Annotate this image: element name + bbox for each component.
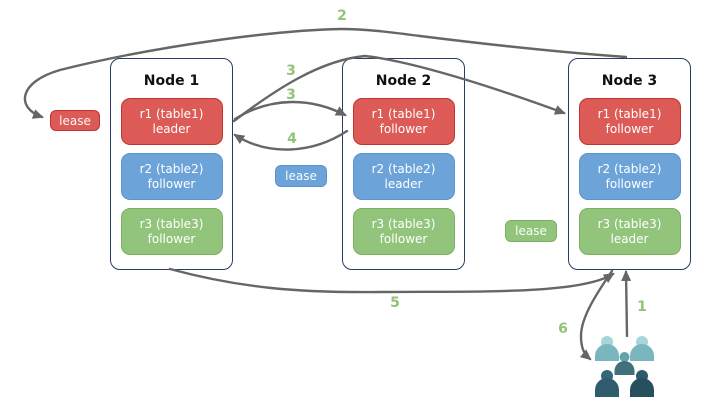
node-3: Node 3 r1 (table1) follower r2 (table2) … — [568, 58, 691, 270]
replica-range: r3 (table3) — [139, 216, 204, 231]
replica-list: r1 (table1) follower r2 (table2) followe… — [578, 98, 681, 255]
replica-role: follower — [605, 121, 654, 136]
replica-range: r3 (table3) — [597, 216, 662, 231]
person-bottom-left-icon — [595, 370, 619, 397]
replica-r1-node2: r1 (table1) follower — [352, 98, 455, 145]
person-bottom-right-icon — [630, 370, 654, 397]
replica-list: r1 (table1) follower r2 (table2) leader … — [352, 98, 455, 255]
arrow-step-1-user-to-node3 — [621, 270, 632, 338]
replica-role: follower — [379, 121, 428, 136]
lease-badge-table2: lease — [275, 165, 327, 187]
replica-role: leader — [384, 176, 423, 191]
node-title: Node 2 — [375, 72, 432, 89]
replica-role: leader — [610, 231, 649, 246]
person-middle-icon — [614, 352, 635, 375]
replica-range: r2 (table2) — [371, 161, 436, 176]
node-2: Node 2 r1 (table1) follower r2 (table2) … — [342, 58, 465, 270]
person-top-right-icon — [630, 336, 654, 361]
replica-range: r2 (table2) — [139, 161, 204, 176]
replica-range: r1 (table1) — [371, 106, 436, 121]
replica-range: r1 (table1) — [597, 106, 662, 121]
replica-r1-node3: r1 (table1) follower — [578, 98, 681, 145]
replica-range: r1 (table1) — [139, 106, 204, 121]
users-icon — [595, 336, 654, 397]
replica-r2-node3: r2 (table2) follower — [578, 153, 681, 200]
arrow-step-5-node1-to-node3 — [168, 267, 615, 294]
person-top-left-icon — [595, 336, 619, 361]
replica-r3-node3: r3 (table3) leader — [578, 208, 681, 255]
node-1: Node 1 r1 (table1) leader r2 (table2) fo… — [110, 58, 233, 270]
step-label-3b: 3 — [286, 87, 296, 103]
node-title: Node 1 — [143, 72, 200, 89]
step-label-1: 1 — [637, 299, 647, 315]
step-label-2: 2 — [337, 8, 347, 24]
replica-role: follower — [379, 231, 428, 246]
replica-role: leader — [152, 121, 191, 136]
lease-badge-table3: lease — [505, 220, 557, 242]
lease-badge-table1: lease — [50, 110, 100, 131]
replica-r3-node2: r3 (table3) follower — [352, 208, 455, 255]
replica-role: follower — [147, 176, 196, 191]
node-title: Node 3 — [601, 72, 658, 89]
step-label-4: 4 — [287, 131, 297, 147]
replica-range: r3 (table3) — [371, 216, 436, 231]
step-label-5: 5 — [390, 295, 400, 311]
replica-r2-node1: r2 (table2) follower — [120, 153, 223, 200]
replica-range: r2 (table2) — [597, 161, 662, 176]
replica-r3-node1: r3 (table3) follower — [120, 208, 223, 255]
step-label-6: 6 — [558, 321, 568, 337]
replica-r2-node2: r2 (table2) leader — [352, 153, 455, 200]
replica-role: follower — [605, 176, 654, 191]
arrow-step-3-leader-to-node2 — [233, 100, 347, 121]
step-label-3a: 3 — [286, 63, 296, 79]
replica-r1-node1: r1 (table1) leader — [120, 98, 223, 145]
replica-list: r1 (table1) leader r2 (table2) follower … — [120, 98, 223, 255]
replica-role: follower — [147, 231, 196, 246]
